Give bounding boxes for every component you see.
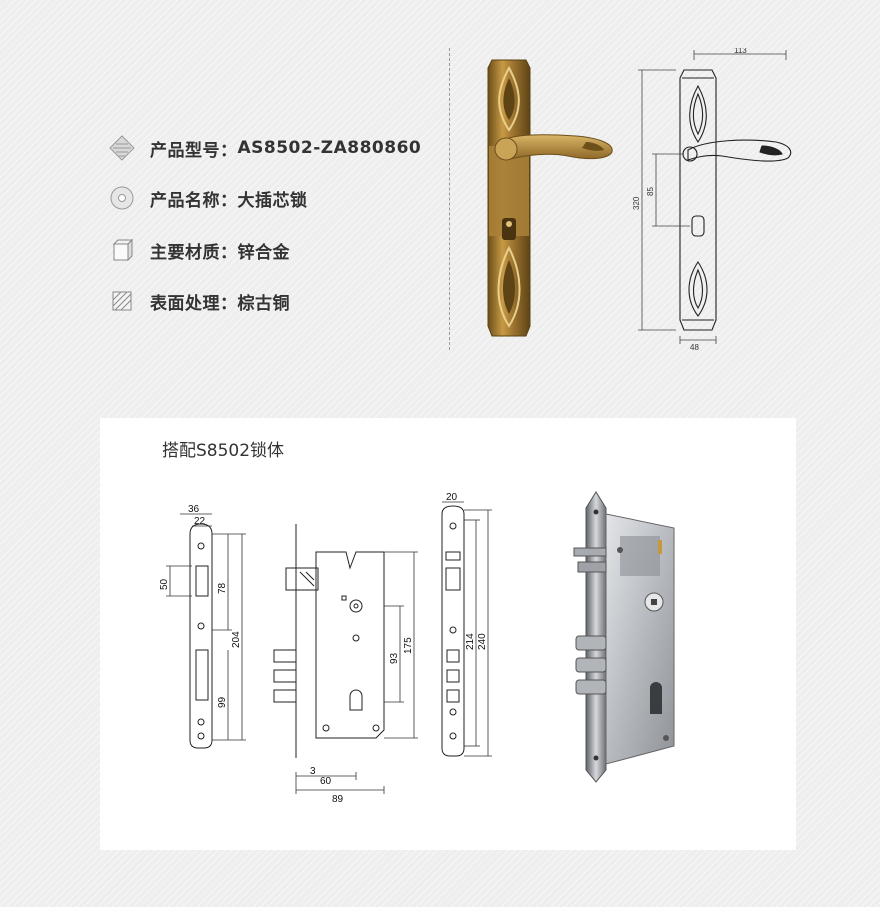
handle-dimension-lines [638,50,787,344]
dim-side-240: 240 [477,633,488,650]
dim-faceplate-78: 78 [217,582,228,594]
dim-faceplate-99: 99 [217,696,228,708]
spec-name-value: 大插芯锁 [237,190,308,211]
spec-finish-value: 棕古铜 [237,293,290,314]
spec-row-name: 产品名称： 大插芯锁 [108,183,308,213]
hatched-square-icon [112,291,132,311]
dim-body-93: 93 [389,652,400,664]
spec-row-finish: 表面处理： 棕古铜 [108,286,290,316]
lockbody-title: 搭配S8502锁体 [162,441,285,461]
side-faceplate-drawing [441,505,465,757]
bronze-handle-photo [487,59,613,337]
lockbody-panel: 搭配S8502锁体 36 22 50 78 204 99 [100,418,796,850]
spec-model-label: 产品型号： [150,140,238,161]
spec-finish-label: 表面处理： [150,293,238,314]
dim-handle-width: 113 [734,48,747,55]
dim-faceplate-22: 22 [194,516,206,527]
handle-illustration: 113 320 85 48 [487,48,792,352]
dim-handle-height: 320 [632,196,641,210]
lock-body-drawing [273,524,385,758]
dim-body-89: 89 [332,794,344,805]
spec-material-value: 锌合金 [237,242,290,263]
dim-side-20: 20 [446,492,458,503]
faceplate-dims [166,513,246,741]
side-faceplate-dims [442,501,492,757]
dim-faceplate-36: 36 [188,504,200,515]
dim-body-60: 60 [320,776,332,787]
spec-row-model: 产品型号： AS8502-ZA880860 [108,133,421,163]
dim-side-214: 214 [465,633,476,650]
faceplate-drawing [189,523,213,749]
lock-body-dims [295,551,418,794]
dim-faceplate-204: 204 [231,631,242,648]
vertical-divider [449,48,450,350]
spec-material-label: 主要材质： [150,242,238,263]
dim-handle-pitch: 85 [646,187,655,196]
dim-body-175: 175 [403,637,414,654]
spec-row-material: 主要材质： 锌合金 [108,235,290,265]
lock-body-photo [573,491,675,783]
product-hero: 113 320 85 48 [476,48,876,358]
disc-icon [110,186,134,210]
dim-faceplate-50: 50 [159,578,170,590]
spec-model-value: AS8502-ZA880860 [237,138,422,158]
handle-line-drawing [679,69,792,331]
diamond-stripe-icon [109,135,135,161]
spec-name-label: 产品名称： [150,190,238,211]
lockbody-drawings: 36 22 50 78 204 99 93 175 3 60 89 [159,491,675,805]
dim-body-3: 3 [310,766,316,777]
dim-plate-width: 48 [690,343,699,352]
cube-icon [112,238,134,262]
